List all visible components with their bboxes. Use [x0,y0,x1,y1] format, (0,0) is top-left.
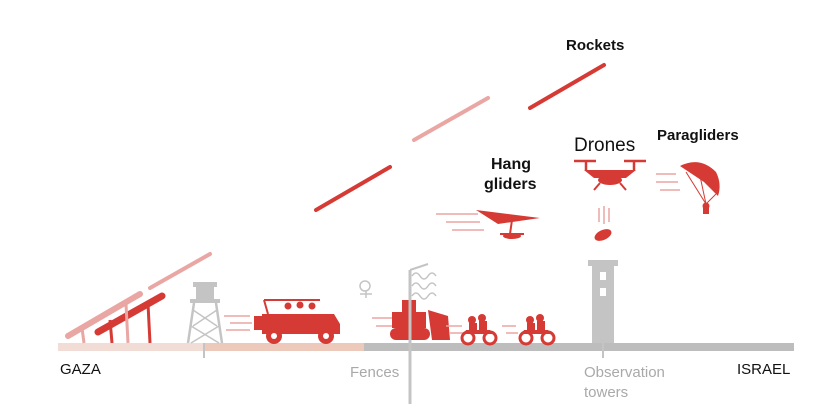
jeep-icon [224,299,340,344]
gaza-label: GAZA [60,361,101,378]
guard-tower-icon [186,282,224,358]
rocket-trail-2 [412,96,490,142]
rocket-icon [528,63,606,110]
observation-towers-label-line2: towers [584,384,629,401]
israel-ground-segment [364,343,794,351]
rocket-trajectory [148,63,606,290]
rocket-trail-1 [148,252,212,290]
paraglider-icon [656,162,720,214]
motorcycle-icon [446,314,498,346]
observation-towers-label-line1: Observation [584,364,665,381]
drones-label: Drones [574,135,636,156]
gaza-ground-segment [58,343,204,351]
ground-bar [58,343,794,351]
rocket-launcher-icon [65,291,166,344]
fences-label: Fences [350,364,400,381]
buffer-ground-segment [204,343,364,351]
hang-glider-icon [436,210,540,239]
rockets-label: Rockets [566,37,625,54]
paragliders-label: Paragliders [657,127,739,144]
fence-icon [408,263,437,404]
observation-tower-icon [588,260,618,358]
security-camera-icon [359,280,372,298]
drone-icon [574,159,646,191]
rocket-icon [314,165,392,212]
hang-gliders-label-line1: Hang [491,156,531,173]
motorcycle-icon [502,314,556,346]
hang-gliders-label-line2: gliders [484,176,537,193]
bomb-icon [594,206,612,241]
israel-label: ISRAEL [737,361,791,378]
